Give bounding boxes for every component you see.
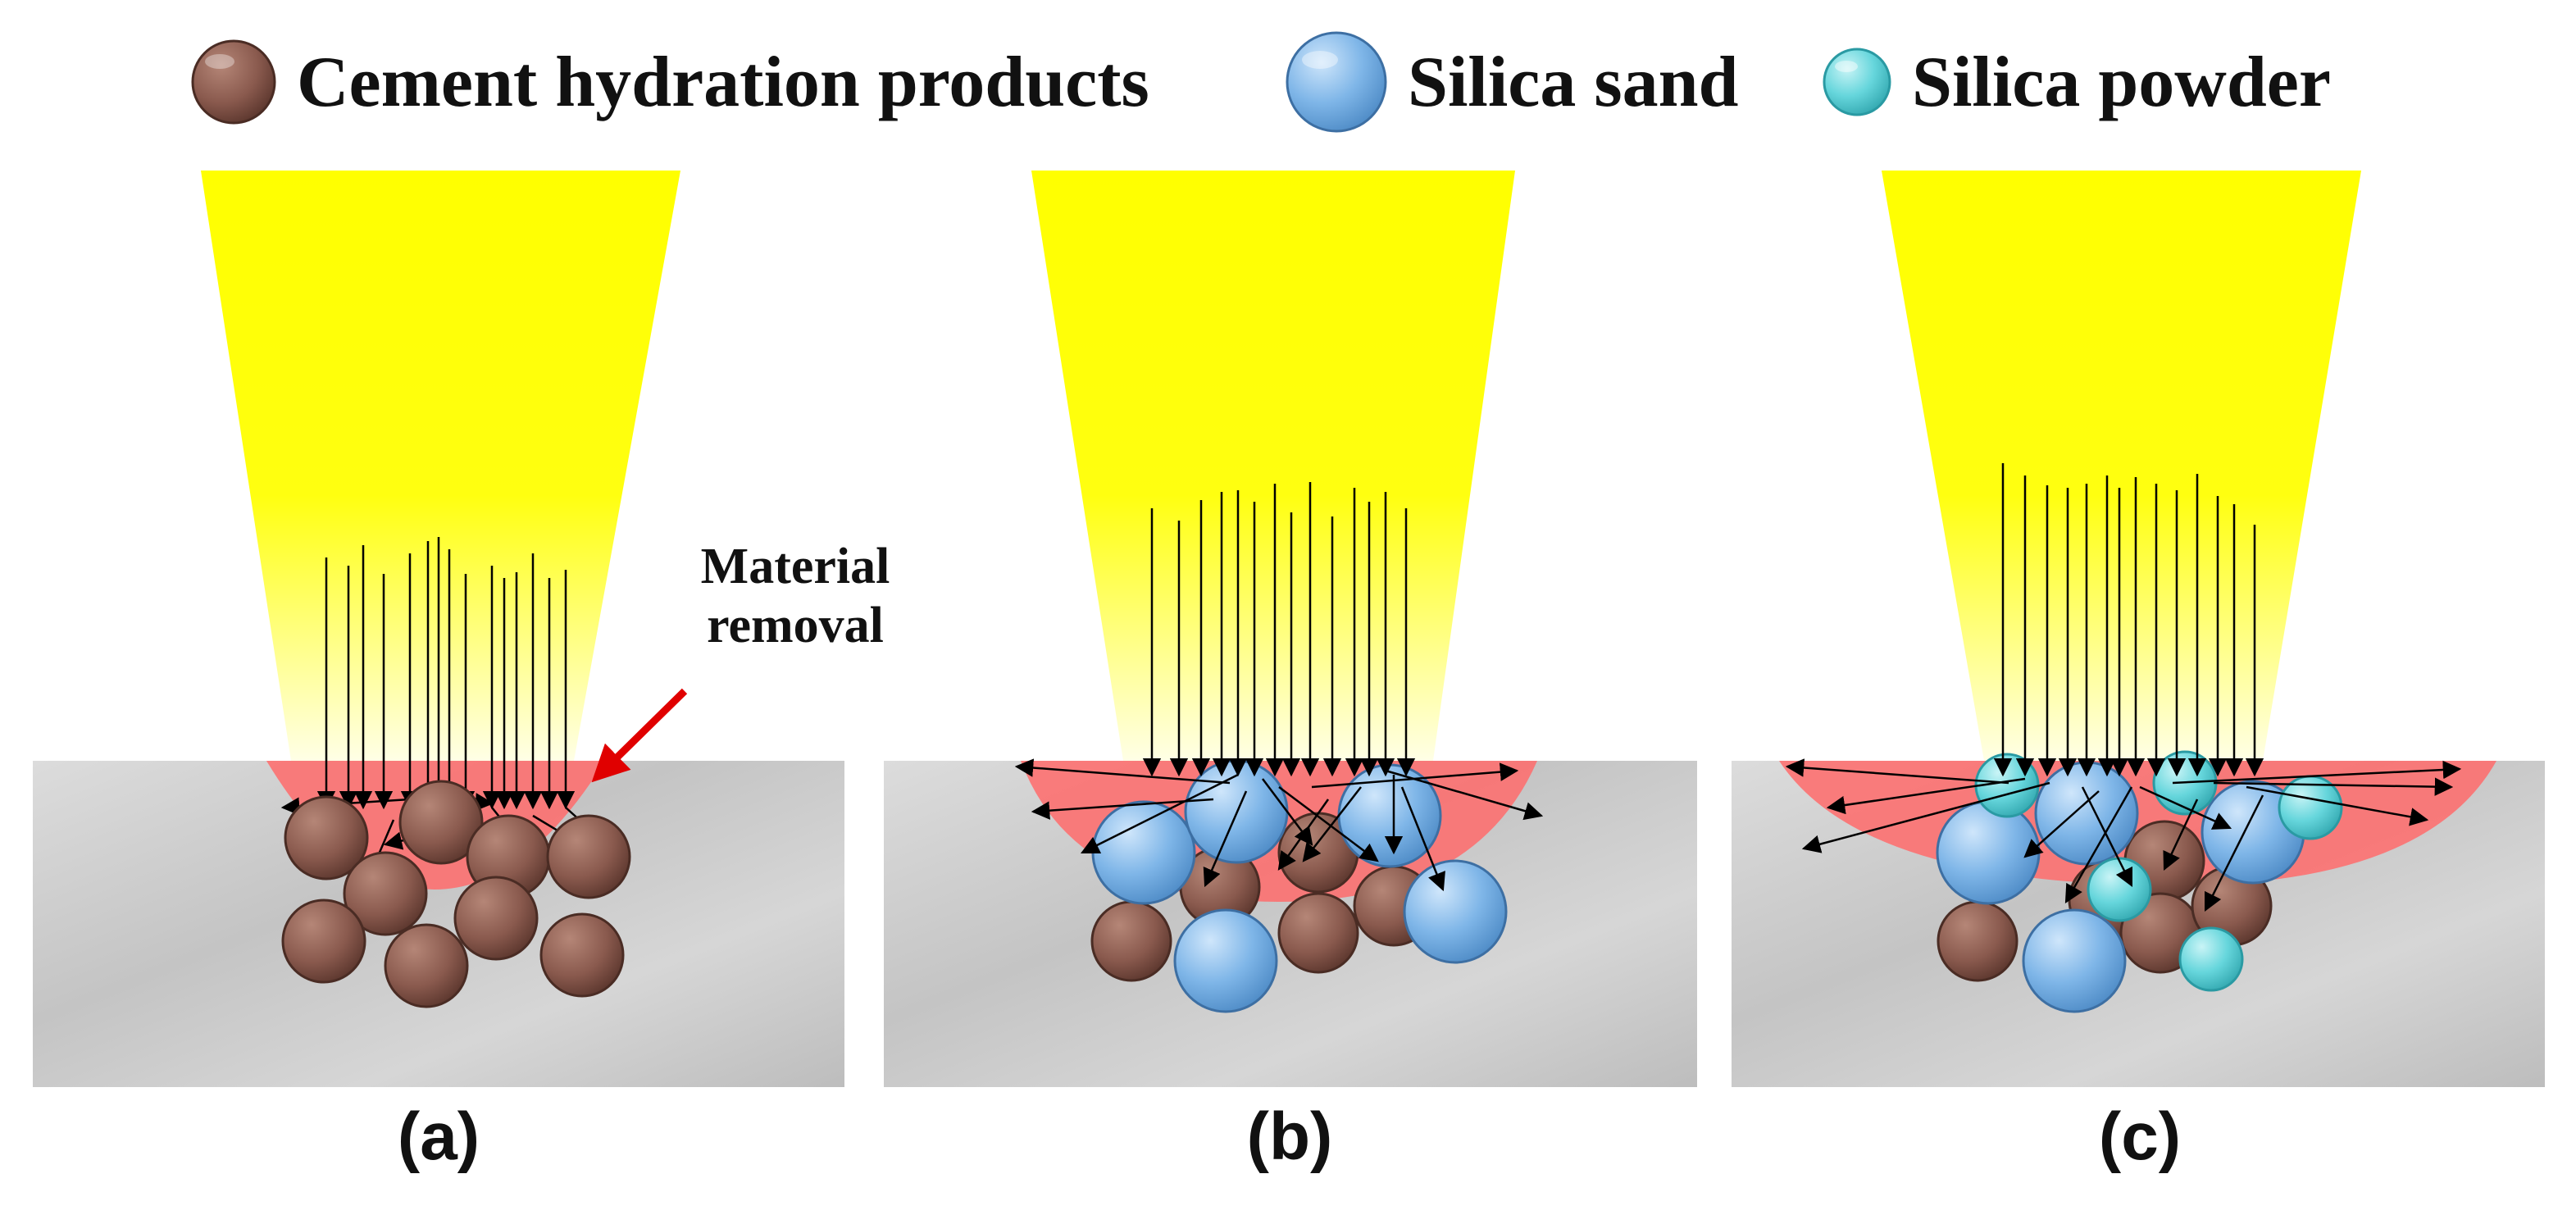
silica-powder-particle (2087, 857, 2152, 922)
ray-arrow (1826, 777, 2026, 815)
ray-arrow (2081, 786, 2133, 888)
cement-particle (284, 795, 369, 880)
laser-beam-a (201, 171, 680, 761)
ray-arrow (2023, 790, 2100, 858)
silica-sand-particle (1936, 800, 2041, 905)
cement-particle-icon (191, 39, 276, 125)
ray-arrow (2139, 785, 2232, 830)
ray-arrow (1262, 778, 1313, 846)
ray-arrow (1203, 790, 1248, 888)
legend-label-powder: Silica powder (1912, 42, 2331, 122)
cement-particle (343, 851, 428, 936)
ray-arrows-b (1014, 482, 1544, 892)
silica-powder-particle-icon (1823, 48, 1891, 116)
ray-arrow (1031, 798, 1214, 820)
particles-a (281, 780, 631, 1008)
legend-item-sand: Silica sand (1283, 25, 1738, 139)
ray-arrow (2172, 760, 2462, 785)
silica-sand-particle-icon (1286, 31, 1387, 133)
ray-arrow (1785, 758, 2009, 785)
cement-particle (453, 876, 539, 961)
cement-particle (539, 912, 625, 998)
ray-arrow (1801, 781, 2050, 853)
cement-particle (398, 780, 484, 865)
laser-beam-b (1031, 171, 1515, 761)
cement-particle (281, 899, 366, 984)
ray-arrow (2213, 777, 2454, 796)
material-removal-label: Material removal (656, 537, 935, 655)
laser-beam-c (1882, 171, 2361, 761)
legend-item-powder: Silica powder (1820, 25, 2331, 139)
silica-powder-particle (2178, 926, 2244, 992)
ray-arrow (1302, 786, 1362, 862)
cement-particle (1277, 892, 1359, 974)
ray-arrow (1385, 769, 1544, 821)
silica-sand-particle (1173, 908, 1278, 1013)
ray-arrow (2204, 794, 2264, 912)
caption-a: (a) (397, 1099, 480, 1174)
silica-sand-particle (1091, 800, 1196, 905)
panel-b (884, 171, 1697, 1087)
ray-arrow (2246, 785, 2429, 826)
caption-c: (c) (2098, 1099, 2182, 1174)
cement-particle (1090, 900, 1172, 982)
ray-arrow (1400, 786, 1445, 892)
panel-a (33, 171, 844, 1087)
legend: Cement hydration products Silica sand Si… (0, 25, 2576, 139)
legend-label-sand: Silica sand (1408, 42, 1739, 122)
panel-c (1732, 171, 2545, 1087)
material-removal-line2: removal (707, 598, 884, 653)
legend-item-cement: Cement hydration products (189, 25, 1149, 139)
ray-arrow (1014, 758, 1231, 785)
cement-particle (546, 814, 631, 899)
cement-particle (1937, 900, 2018, 982)
ray-arrow (2064, 786, 2133, 903)
cement-particle (384, 923, 469, 1008)
ray-arrow (1278, 786, 1379, 862)
silica-sand-particle (2022, 908, 2127, 1013)
silica-sand-particle (2034, 761, 2139, 866)
material-removal-line1: Material (700, 539, 890, 594)
caption-b: (b) (1246, 1099, 1333, 1174)
ray-arrows-c (1785, 463, 2462, 912)
material-removal-pointer (591, 688, 688, 783)
legend-label-cement: Cement hydration products (297, 42, 1149, 122)
ray-arrow (1080, 773, 1239, 854)
silica-sand-particle (1403, 859, 1508, 964)
